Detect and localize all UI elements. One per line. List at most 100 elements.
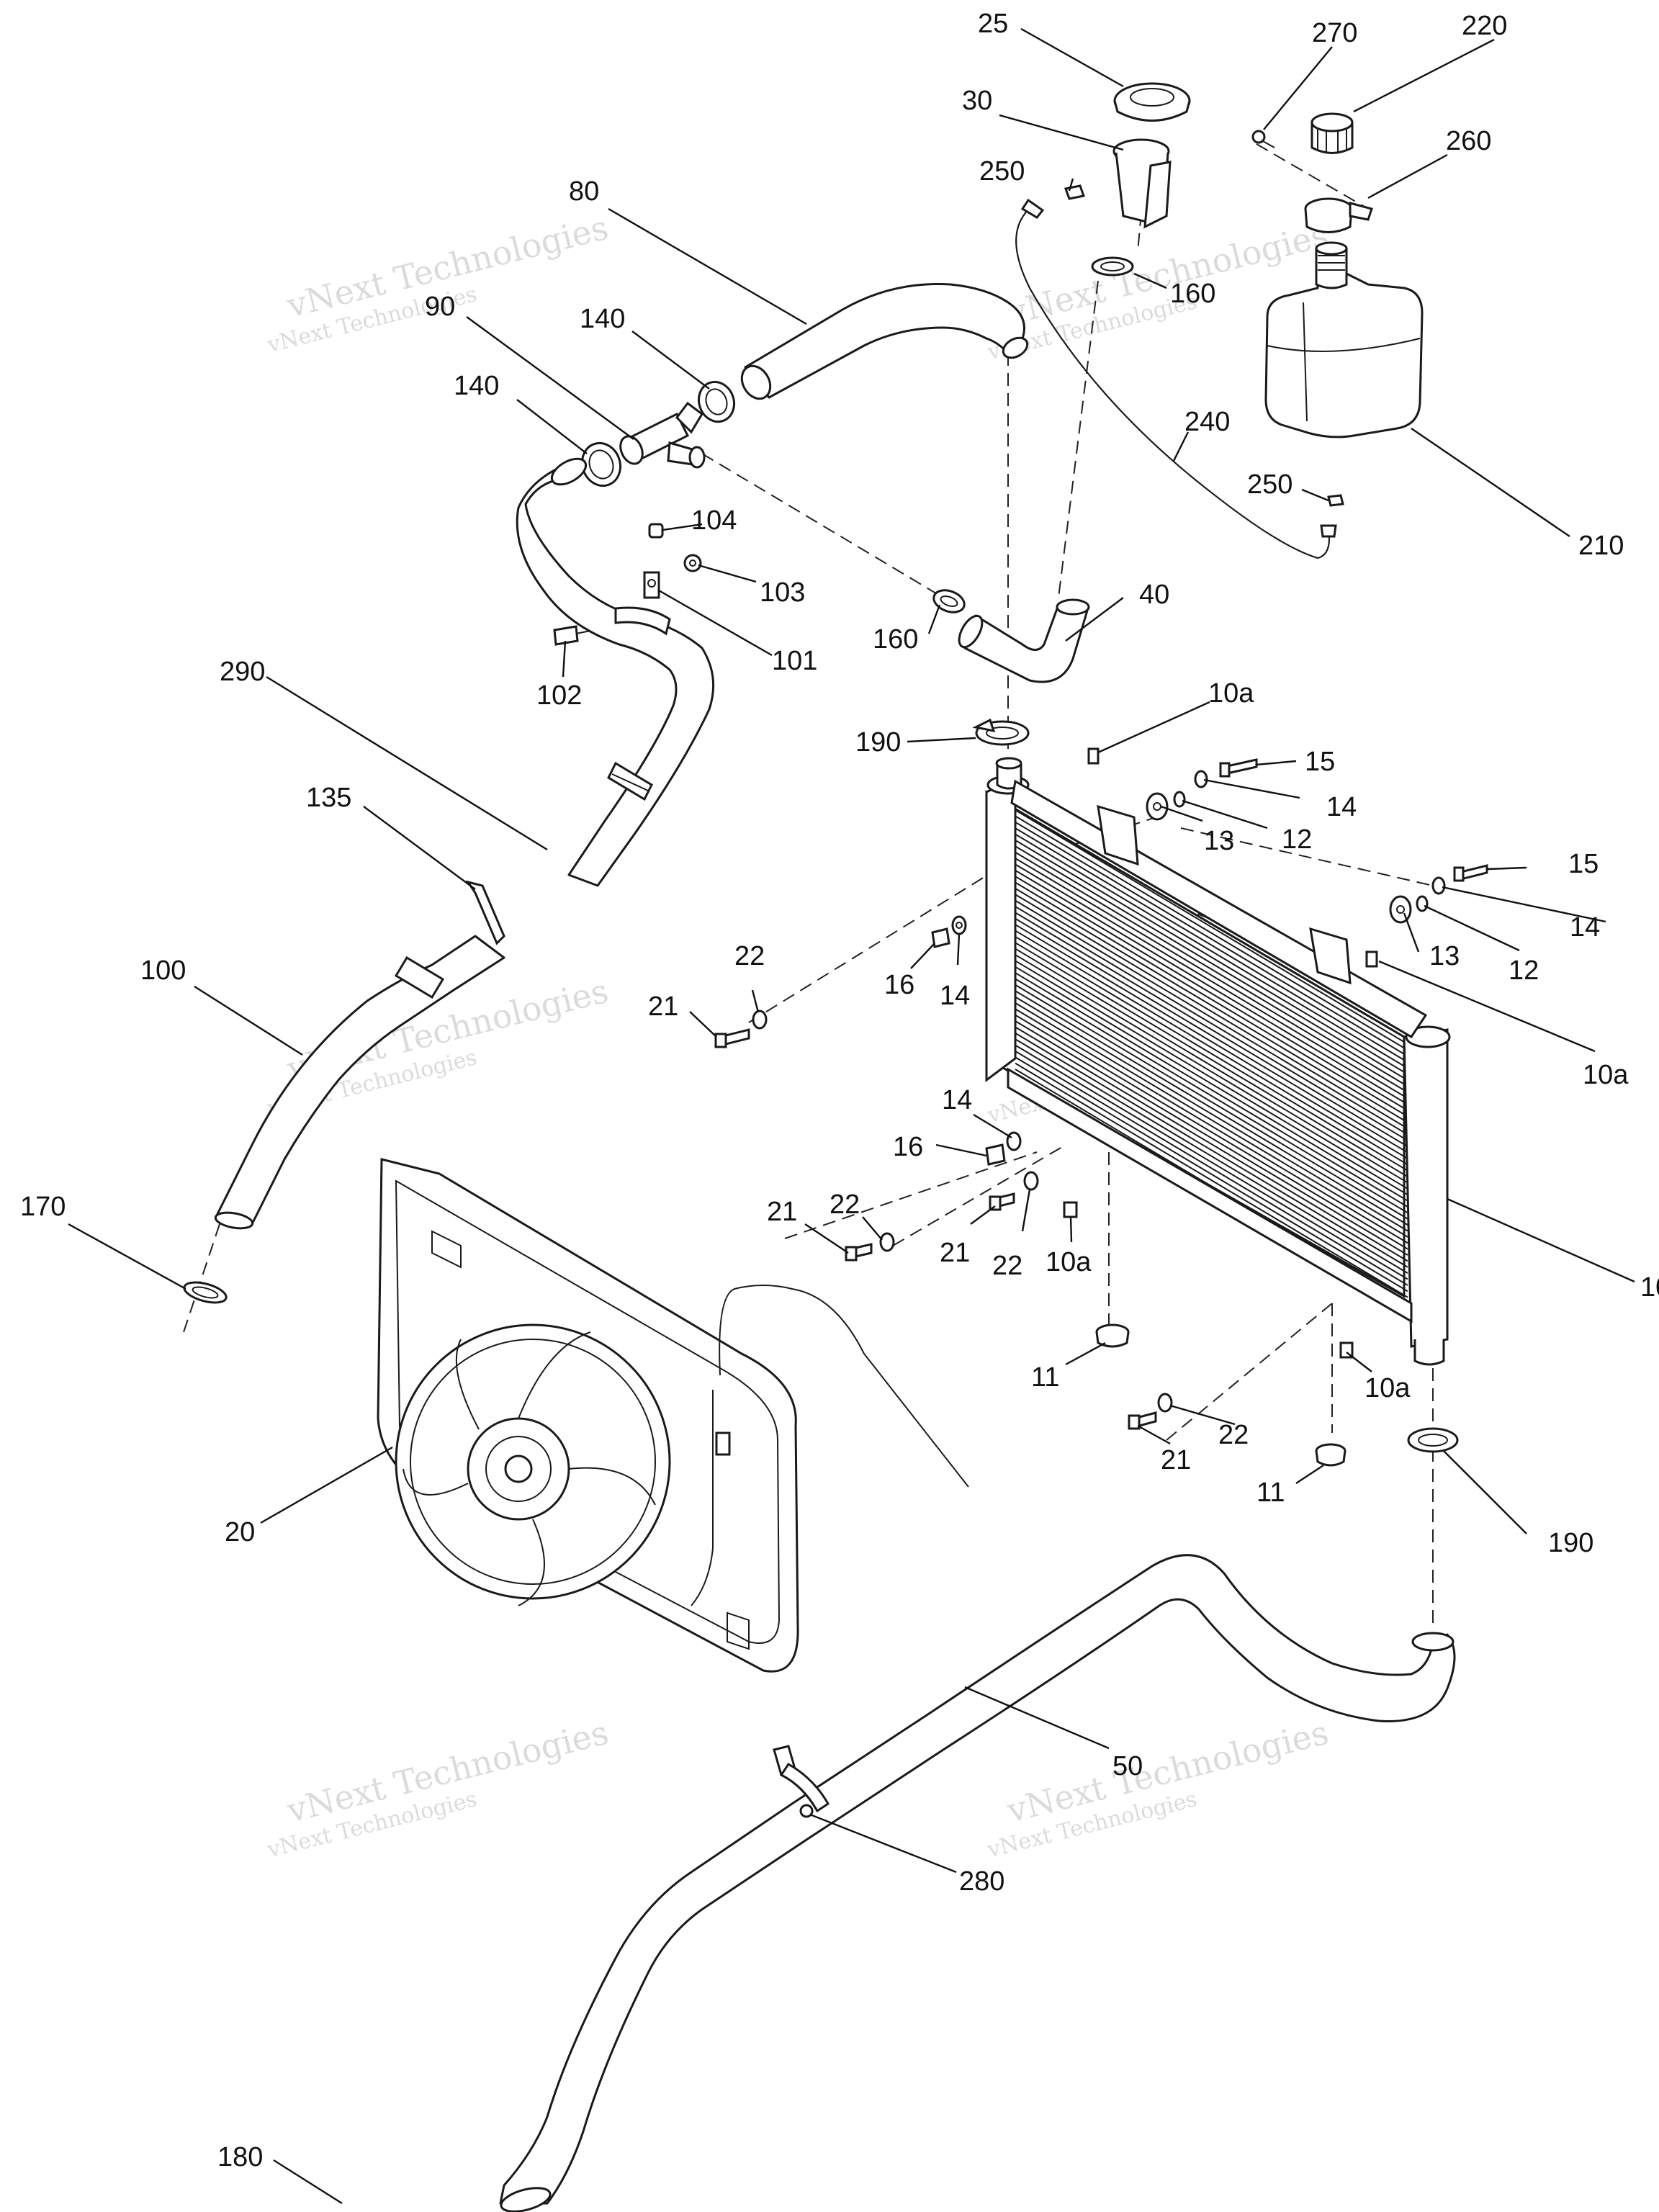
callout-220: 220 [1462,11,1507,41]
hose-clamp [932,589,966,613]
callout-135: 135 [306,783,351,813]
bolt [1453,864,1488,882]
lower-radiator-hose [499,1554,1456,2212]
bolt [1219,758,1258,778]
callout-80: 80 [569,176,599,207]
callout-22: 22 [830,1190,860,1220]
callout-21: 21 [767,1197,797,1227]
callout-170: 170 [20,1192,66,1222]
callout-11: 11 [1256,1478,1285,1508]
callout-180: 180 [217,2142,263,2172]
small-hose-clamp [1327,494,1344,507]
washer [752,1010,768,1030]
bracket-clip [1063,1201,1078,1218]
washer [1006,1131,1022,1151]
callout-90: 90 [425,292,455,322]
filler-neck [1112,138,1172,229]
leader-lines [68,27,1635,2205]
callout-14: 14 [942,1085,972,1115]
screw [1251,130,1275,148]
callout-13: 13 [1429,941,1460,971]
callout-10a: 10a [1046,1247,1092,1277]
callout-40: 40 [1139,580,1169,610]
callout-240: 240 [1184,407,1230,437]
callout-210: 210 [1578,531,1624,561]
spacer [1416,895,1429,912]
spacer [1173,791,1186,808]
callout-16: 16 [893,1132,923,1162]
bracket-clip [1087,747,1100,765]
callout-290: 290 [220,657,265,687]
callout-260: 260 [1446,126,1491,156]
small-hose-clamp [1064,184,1085,200]
callout-21: 21 [1161,1445,1191,1475]
callout-12: 12 [1509,956,1539,986]
callout-190: 190 [855,727,901,757]
radiator [985,757,1451,1366]
hose-support-clamp [614,571,671,636]
hose-clamp [1091,256,1134,276]
callout-270: 270 [1312,18,1357,48]
callout-104: 104 [691,505,737,536]
callout-190: 190 [1548,1528,1593,1558]
callout-25: 25 [978,9,1008,39]
fan-shroud-assembly [377,1158,969,1673]
callout-12: 12 [1282,824,1312,855]
callout-140: 140 [454,371,499,401]
callout-160: 160 [1170,279,1215,309]
washer [951,915,967,935]
callout-30: 30 [962,86,992,116]
hose-clamp [465,880,505,945]
callout-10a: 10a [1208,678,1254,709]
callout-250: 250 [979,156,1025,186]
callout-22: 22 [1218,1420,1249,1450]
bolt [714,1028,750,1048]
radiator-cap [1113,82,1191,122]
washer [1157,1393,1173,1413]
callout-10a: 10a [1364,1373,1411,1403]
nut [985,1143,1006,1166]
bracket-clip [1365,950,1378,968]
callout-103: 103 [760,577,805,608]
washer [683,554,702,572]
callout-21: 21 [940,1238,970,1268]
nut [648,523,664,539]
bolt [989,1192,1015,1211]
callout-14: 14 [940,981,970,1011]
callout-101: 101 [772,646,817,676]
callout-250: 250 [1247,469,1292,500]
bolt [1128,1411,1157,1430]
callout-102: 102 [536,680,582,711]
washer [1023,1171,1039,1191]
washer [1431,876,1446,895]
hose-clamp [972,718,1030,746]
callout-100: 100 [140,956,186,986]
rubber-grommet [1095,1323,1130,1348]
washer [1194,770,1208,788]
callout-50: 50 [1112,1751,1143,1781]
callout-21: 21 [648,992,678,1022]
callout-22: 22 [734,941,765,971]
reservoir-bracket [1304,197,1373,233]
callout-10a: 10a [1583,1060,1629,1090]
callout-11: 11 [1031,1362,1059,1393]
hose-clamp [183,1281,228,1304]
callout-280: 280 [959,1866,1004,1897]
upper-radiator-hose [740,282,1029,400]
hose-clamp [1407,1427,1459,1453]
overflow-hose [1015,198,1337,559]
radiator-inlet-hose [214,935,505,1230]
lower-short-hose [958,598,1090,683]
grommet [1389,895,1412,924]
callout-14: 14 [1326,792,1357,822]
callout-160: 160 [873,624,918,655]
bolt [845,1243,873,1262]
bolt [553,625,591,646]
callout-16: 16 [884,970,914,1000]
callout-labels: 25 270 220 30 260 250 80 160 90 140 140 … [20,9,1659,2172]
callout-20: 20 [225,1517,255,1547]
callout-22: 22 [992,1251,1022,1281]
callout-15: 15 [1568,849,1599,879]
coolant-reservoir [1264,241,1424,439]
